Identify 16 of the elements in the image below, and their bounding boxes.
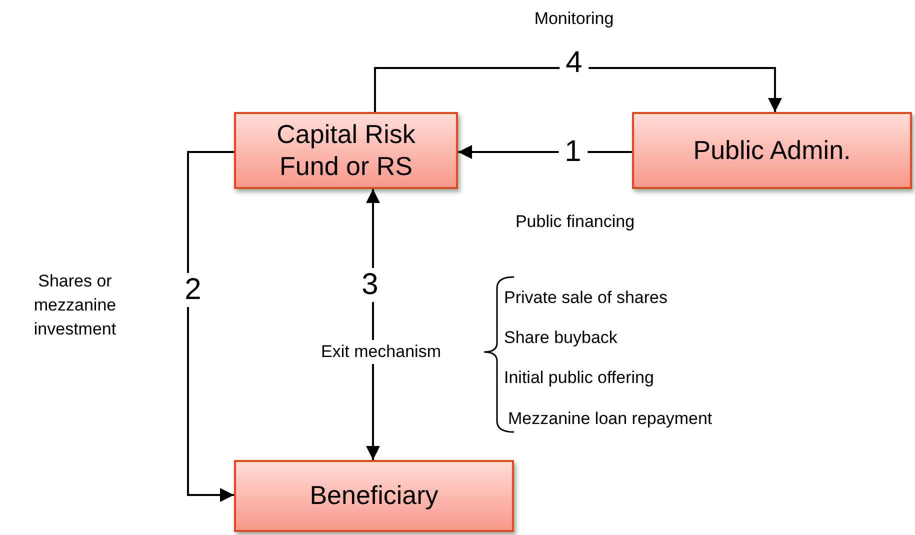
- arrow: [374, 67, 782, 112]
- node-label: Beneficiary: [310, 480, 438, 512]
- process-box: [234, 112, 458, 189]
- list-item: Share buyback: [504, 328, 618, 348]
- annotation-text: Exit mechanism: [319, 340, 443, 364]
- annotation-text: Monitoring: [534, 9, 614, 29]
- list-item: Initial public offering: [504, 368, 654, 388]
- annotation-text: Public financing: [515, 212, 635, 232]
- annotation-text: Shares or mezzanine investment: [32, 270, 118, 340]
- process-box: [632, 112, 912, 189]
- list-item: Mezzanine loan repayment: [508, 409, 712, 429]
- process-box: [234, 460, 514, 532]
- node-label: Public Admin.: [693, 134, 851, 166]
- list-item: Private sale of shares: [504, 288, 668, 308]
- node-label: Capital Risk Fund or RS: [276, 119, 416, 182]
- arrow: [187, 151, 234, 502]
